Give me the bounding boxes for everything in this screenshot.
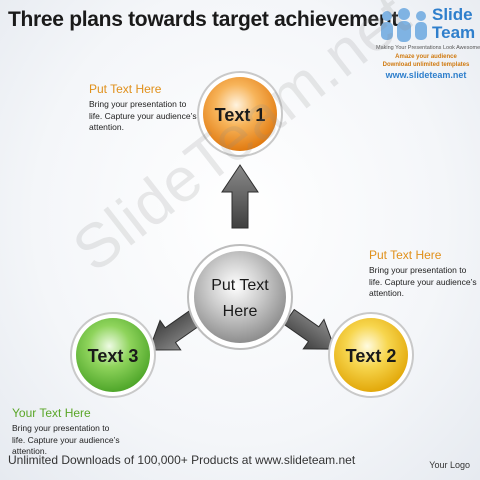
your-logo-placeholder: Your Logo — [429, 460, 470, 470]
logo-tagline: Making Your Presentations Look Awesome — [376, 45, 480, 51]
callout-body: Bring your presentation to life. Capture… — [12, 423, 120, 456]
callout-text1: Put Text Here Bring your presentation to… — [89, 82, 199, 134]
node-text1-label: Text 1 — [215, 105, 266, 125]
center-node-line2: Here — [223, 303, 258, 320]
node-text2: Text 2 — [328, 312, 414, 398]
logo-promo-download: Download unlimited templates — [382, 62, 470, 68]
callout-heading: Your Text Here — [12, 406, 91, 420]
callout-body: Bring your presentation to life. Capture… — [369, 265, 477, 298]
slide-title: Three plans towards target achievement — [8, 8, 399, 31]
logo-url[interactable]: www.slideteam.net — [385, 70, 467, 80]
callout-heading: Put Text Here — [369, 248, 442, 262]
center-node-line1: Put Text — [211, 277, 269, 294]
callout-text2: Put Text Here Bring your presentation to… — [369, 248, 477, 300]
node-text3: Text 3 — [70, 312, 156, 398]
logo-word-team: Team — [432, 23, 476, 42]
node-text2-label: Text 2 — [346, 346, 397, 366]
center-node: Put Text Here — [187, 244, 293, 350]
logo-word-slide: Slide — [432, 5, 473, 24]
node-text3-label: Text 3 — [88, 346, 139, 366]
callout-text3: Your Text Here Bring your presentation t… — [12, 406, 124, 458]
arrow-up-to-text1 — [221, 164, 259, 229]
slideteam-logo: Slide Team Making Your Presentations Loo… — [374, 2, 480, 84]
logo-promo-amaze: Amaze your audience — [395, 54, 457, 60]
node-text1: Text 1 — [197, 71, 283, 157]
team-people-icon — [381, 8, 427, 42]
callout-body: Bring your presentation to life. Capture… — [89, 99, 197, 132]
footer-downloads: Unlimited Downloads of 100,000+ Products… — [8, 453, 356, 467]
callout-heading: Put Text Here — [89, 82, 162, 96]
